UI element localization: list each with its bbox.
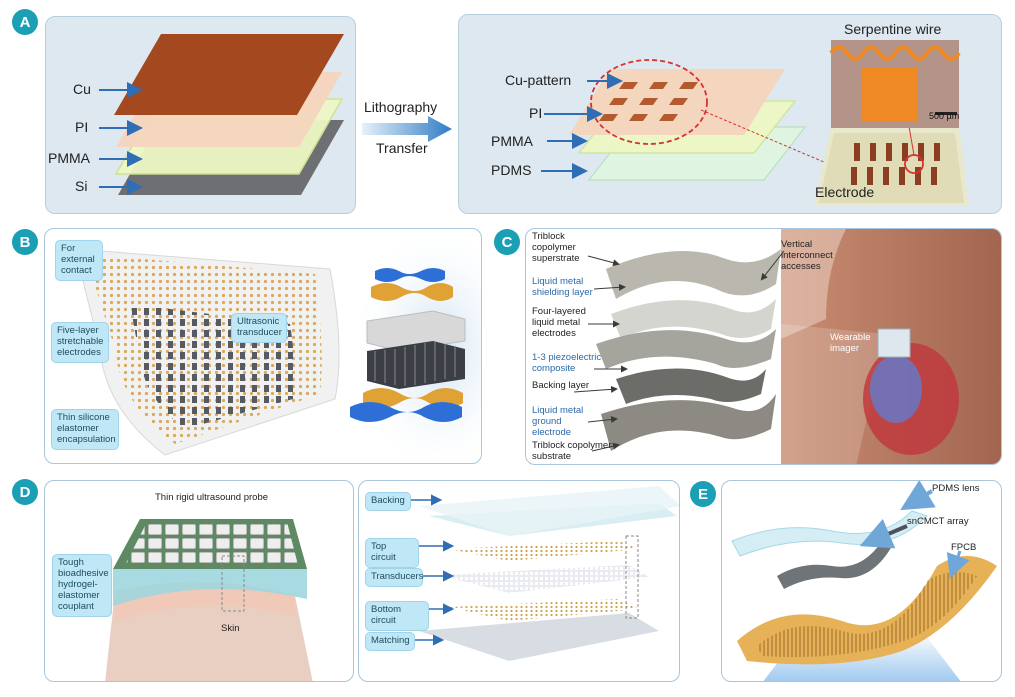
film-superstrate: [606, 249, 781, 299]
panel-b-badge: B: [12, 229, 38, 255]
label-skin: Skin: [221, 623, 240, 634]
sncmct-stack-diagram: [731, 481, 997, 681]
patterned-stack-diagram: [541, 40, 969, 205]
serpentine-title: Serpentine wire: [844, 21, 942, 37]
matching-layer: [419, 613, 659, 661]
label-pmma-right: PMMA: [491, 133, 533, 149]
label-ultrasonic-transducer: Ultrasonic transducer: [231, 313, 287, 343]
label-ground: Liquid metal ground electrode: [532, 405, 584, 438]
label-si: Si: [75, 178, 88, 194]
panel-d-left: Thin rigid ultrasound probe Tough bioadh…: [44, 480, 354, 682]
transducers-layer: [439, 565, 649, 593]
hydrogel-couplant: [113, 569, 307, 606]
panel-c: Triblock copolymer superstrate Liquid me…: [525, 228, 1002, 465]
label-wearable-imager: Wearable imager: [830, 332, 871, 354]
highlight-circle: [590, 59, 708, 145]
probe-title: Thin rigid ultrasound probe: [155, 492, 269, 503]
panel-a-left: Cu PI PMMA Si: [45, 16, 356, 214]
label-pmma: PMMA: [48, 150, 90, 166]
sncmct-array: [777, 541, 892, 589]
label-backing: Backing layer: [532, 380, 590, 391]
layer-stack-diagram: [99, 34, 344, 195]
panel-a-badge: A: [12, 9, 38, 35]
pdms-lens: [731, 510, 928, 557]
cu-layer: [114, 34, 344, 115]
scale-bar-label: 500 µm: [929, 111, 960, 121]
label-cu-pattern: Cu-pattern: [505, 72, 572, 88]
label-pdms-lens: PDMS lens: [932, 483, 980, 494]
film-substrate: [601, 394, 776, 451]
top-circuit-layer: [449, 541, 639, 561]
wearable-patch: [877, 328, 911, 358]
cu-pattern-squares: [599, 82, 698, 121]
label-transducers: Transducers: [365, 568, 423, 587]
bottom-circuit-layer: [449, 599, 639, 621]
label-bottom-circuit: Bottom circuit: [365, 601, 429, 631]
label-pdms: PDMS: [491, 162, 532, 178]
probe-on-skin-diagram: [105, 519, 313, 681]
label-shielding: Liquid metal shielding layer: [532, 276, 593, 298]
panel-b: For external contact Five-layer stretcha…: [44, 228, 482, 464]
panel-c-badge: C: [494, 229, 520, 255]
label-electrode: Electrode: [815, 184, 875, 200]
panel-d-right: Backing Top circuit Transducers Bottom c…: [358, 480, 680, 682]
process-lithography: Lithography: [364, 99, 438, 115]
process-arrow: [362, 116, 452, 142]
serpentine-pad: [862, 67, 917, 121]
label-piezo: 1-3 piezoelectric composite: [532, 352, 602, 374]
probe-layer-stack: [411, 486, 679, 661]
label-external-contact: For external contact: [55, 240, 103, 281]
electrode-pads: [851, 143, 940, 185]
label-sncmct-array: snCMCT array: [907, 516, 969, 527]
label-pi: PI: [75, 119, 89, 135]
label-encapsulation: Thin silicone elastomer encapsulation: [51, 409, 119, 450]
panel-e: PDMS lens snCMCT array FPCB: [721, 480, 1002, 682]
process-transfer: Transfer: [376, 140, 428, 156]
panel-e-badge: E: [690, 481, 716, 507]
label-four-layer: Four-layered liquid metal electrodes: [532, 306, 586, 339]
label-five-layer-electrodes: Five-layer stretchable electrodes: [51, 322, 109, 363]
panel-a-right: Serpentine wire 500 µm Cu-pattern PI PMM…: [458, 14, 1002, 214]
probe-elements: [125, 522, 298, 565]
label-cu: Cu: [73, 81, 91, 97]
zoom-line: [700, 109, 832, 166]
wearable-imager-diagram: [573, 229, 1001, 464]
label-matching: Matching: [365, 632, 415, 651]
exploded-transducer: [350, 268, 466, 422]
label-couplant: Tough bioadhesive hydrogel-elastomer cou…: [52, 554, 112, 617]
label-substrate: Triblock copolymer substrate: [532, 440, 612, 462]
label-backing-d: Backing: [365, 492, 411, 511]
label-superstrate: Triblock copolymer superstrate: [532, 231, 580, 264]
label-top-circuit: Top circuit: [365, 538, 419, 568]
label-vertical-interconnect: Vertical interconnect accesses: [781, 239, 833, 272]
label-pi-right: PI: [529, 105, 543, 121]
panel-d-badge: D: [12, 479, 38, 505]
label-fpcb: FPCB: [951, 542, 977, 553]
